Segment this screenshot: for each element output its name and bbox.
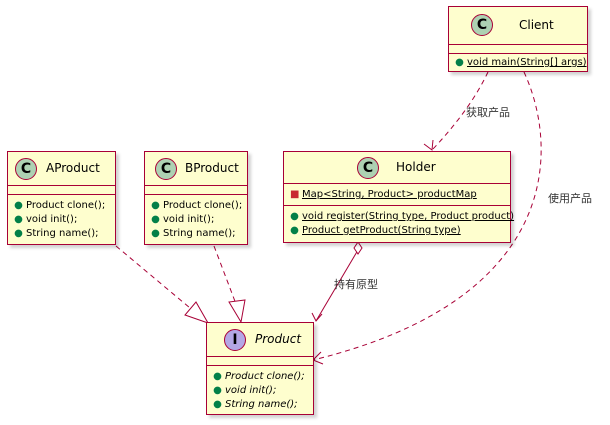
method-row: ●String name(); xyxy=(213,399,298,410)
public-visibility-icon: ● xyxy=(14,214,23,225)
fields-section xyxy=(449,45,587,54)
method-row: ●Product clone(); xyxy=(151,200,243,211)
class-name: Client xyxy=(519,18,554,32)
arrowhead-holder-product xyxy=(311,312,323,322)
class-name: Product xyxy=(255,332,302,346)
label-client-holder: 获取产品 xyxy=(466,105,510,119)
methods-section: ●void register(String type, Product prod… xyxy=(284,206,514,244)
class-header: I Product xyxy=(207,323,313,357)
class-holder: C Holder ■Map<String, Product> productMa… xyxy=(283,151,514,244)
arrowhead-client-holder xyxy=(423,139,434,151)
method-row: ●void init(); xyxy=(151,214,215,225)
class-client: C Client ●void main(String[] args) xyxy=(448,6,588,72)
edge-bproduct-product xyxy=(213,245,237,305)
method-row: ●void init(); xyxy=(14,214,78,225)
public-visibility-icon: ● xyxy=(151,228,160,239)
fields-section xyxy=(145,186,247,195)
public-visibility-icon: ● xyxy=(290,211,299,222)
public-visibility-icon: ● xyxy=(213,399,222,410)
fields-section: ■Map<String, Product> productMap xyxy=(284,184,510,206)
class-name: AProduct xyxy=(46,161,100,175)
public-visibility-icon: ● xyxy=(151,214,160,225)
public-visibility-icon: ● xyxy=(213,385,222,396)
method-row: ●void init(); xyxy=(213,385,277,396)
public-visibility-icon: ● xyxy=(290,225,299,236)
class-header: C Holder xyxy=(284,152,510,184)
method-row: ●Product getProduct(String type) xyxy=(290,225,461,236)
public-visibility-icon: ● xyxy=(14,228,23,239)
label-holder-product: 持有原型 xyxy=(334,277,378,291)
class-name: Holder xyxy=(396,160,436,174)
edge-client-product xyxy=(312,71,542,361)
realization-triangle-b xyxy=(228,299,246,324)
public-visibility-icon: ● xyxy=(455,57,464,68)
public-visibility-icon: ● xyxy=(151,200,160,211)
interface-product: I Product ●Product clone(); ●void init()… xyxy=(206,322,314,415)
method-row: ●String name(); xyxy=(151,228,236,239)
public-visibility-icon: ● xyxy=(14,200,23,211)
class-stereotype-icon: C xyxy=(357,157,379,179)
methods-section: ●Product clone(); ●void init(); ●String … xyxy=(207,366,313,416)
field-row: ■Map<String, Product> productMap xyxy=(290,189,477,200)
public-visibility-icon: ● xyxy=(213,371,222,382)
label-client-product: 使用产品 xyxy=(548,191,592,205)
methods-section: ●Product clone(); ●void init(); ●String … xyxy=(145,195,247,246)
class-aproduct: C AProduct ●Product clone(); ●void init(… xyxy=(7,151,116,245)
methods-section: ●void main(String[] args) xyxy=(449,54,587,73)
class-stereotype-icon: C xyxy=(155,158,177,180)
fields-section xyxy=(8,186,115,195)
realization-triangle-a xyxy=(184,301,210,324)
method-row: ●Product clone(); xyxy=(14,200,106,211)
class-bproduct: C BProduct ●Product clone(); ●void init(… xyxy=(144,151,248,245)
edge-client-holder xyxy=(431,71,489,151)
method-row: ●String name(); xyxy=(14,228,99,239)
class-stereotype-icon: C xyxy=(15,158,37,180)
class-header: C BProduct xyxy=(145,152,247,186)
private-visibility-icon: ■ xyxy=(290,189,300,200)
interface-stereotype-icon: I xyxy=(224,329,246,351)
edge-aproduct-product xyxy=(115,245,197,314)
edge-holder-product xyxy=(315,249,359,322)
method-row: ●void register(String type, Product prod… xyxy=(290,211,515,222)
class-stereotype-icon: C xyxy=(471,14,493,36)
method-row: ●Product clone(); xyxy=(213,371,305,382)
class-name: BProduct xyxy=(185,161,239,175)
class-header: C Client xyxy=(449,7,587,45)
aggregation-diamond xyxy=(353,241,363,255)
fields-section xyxy=(207,357,313,366)
methods-section: ●Product clone(); ●void init(); ●String … xyxy=(8,195,115,246)
class-header: C AProduct xyxy=(8,152,115,186)
method-row: ●void main(String[] args) xyxy=(455,57,587,68)
